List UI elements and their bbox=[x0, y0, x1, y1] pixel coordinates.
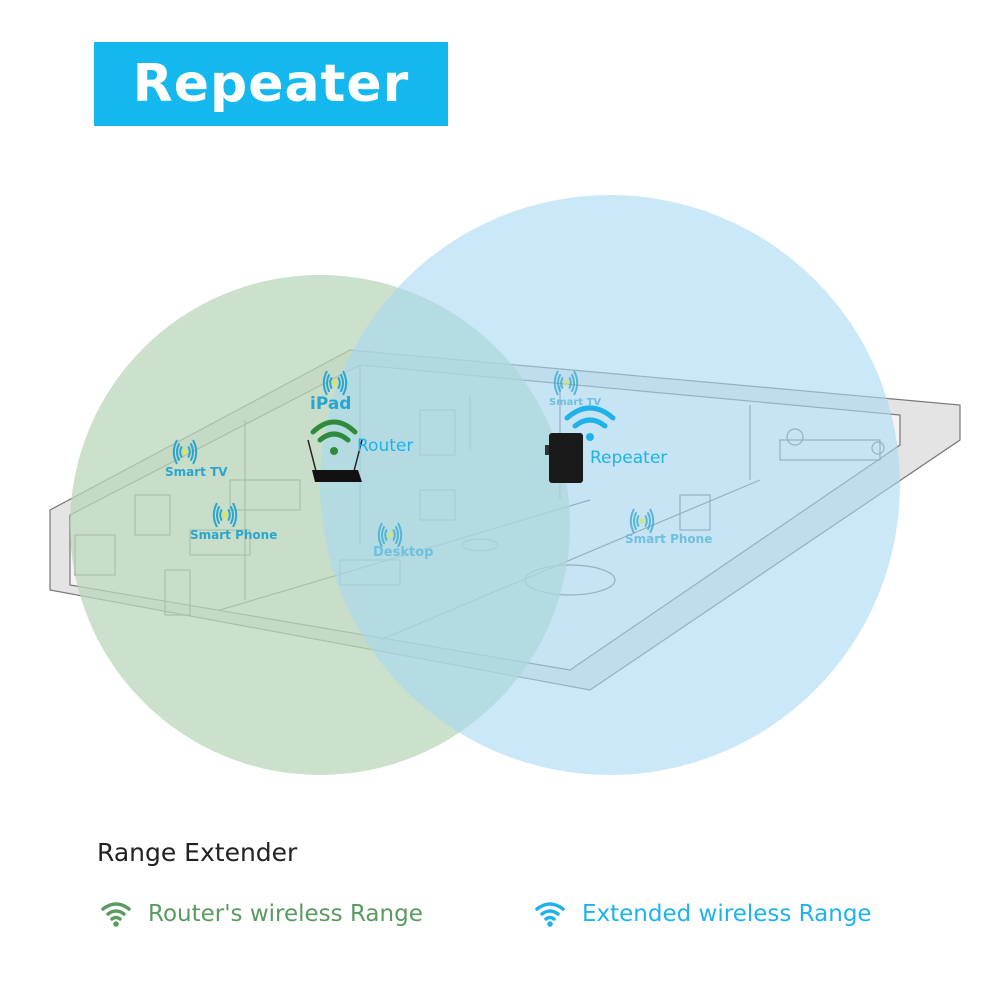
legend-item-router-range: Router's wireless Range bbox=[100, 900, 423, 928]
legend-title: Range Extender bbox=[97, 838, 298, 867]
repeater-device bbox=[545, 433, 583, 483]
extended-range-circle bbox=[320, 195, 900, 775]
router-wifi-icon bbox=[310, 419, 358, 455]
legend-item-extended-range: Extended wireless Range bbox=[534, 900, 872, 928]
router-label: Router bbox=[357, 436, 414, 456]
signal-icon bbox=[629, 508, 655, 534]
device-label-smart-tv-extended: Smart TV bbox=[549, 397, 602, 408]
title-banner: Repeater bbox=[94, 42, 448, 126]
legend-label-extended-range: Extended wireless Range bbox=[582, 901, 872, 927]
signal-icon bbox=[553, 370, 579, 396]
device-label-smart-phone-extended: Smart Phone bbox=[625, 532, 713, 546]
wifi-icon bbox=[535, 902, 565, 927]
banner-title: Repeater bbox=[132, 54, 410, 114]
signal-icon bbox=[377, 522, 403, 548]
repeater-wifi-icon bbox=[564, 405, 616, 441]
device-label-smart-tv-router: Smart TV bbox=[165, 465, 228, 479]
device-label-smart-phone-router: Smart Phone bbox=[190, 528, 278, 542]
wifi-icon bbox=[101, 902, 131, 927]
router-device bbox=[307, 439, 363, 482]
device-label-ipad: iPad bbox=[310, 394, 352, 414]
repeater-label: Repeater bbox=[590, 448, 668, 468]
legend-label-router-range: Router's wireless Range bbox=[148, 901, 423, 927]
signal-icon bbox=[212, 502, 238, 528]
device-label-desktop: Desktop bbox=[373, 545, 434, 560]
signal-icon bbox=[172, 439, 198, 465]
signal-icon bbox=[322, 370, 348, 396]
